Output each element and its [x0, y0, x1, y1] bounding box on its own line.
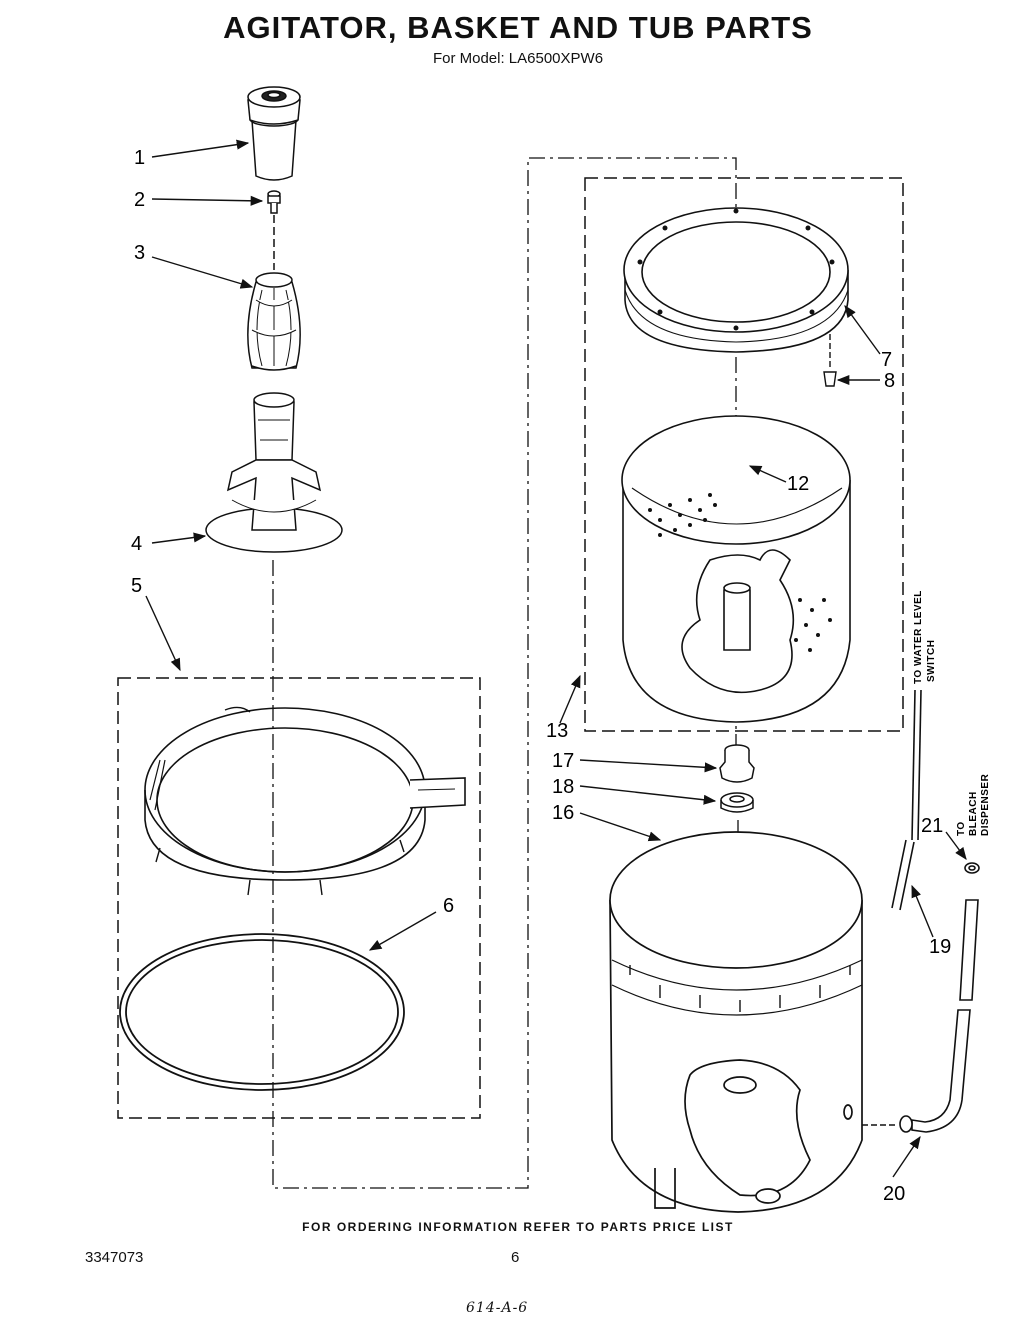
callout-20: 20 [883, 1183, 905, 1205]
handwritten-reference: 614-A-6 [466, 1300, 529, 1316]
water-level-label-line2: SWITCH [926, 640, 937, 682]
callout-8: 8 [884, 370, 895, 392]
agitator-bolt-part [267, 190, 281, 270]
callout-1: 1 [134, 147, 145, 169]
document-number: 3347073 [85, 1249, 144, 1266]
bleach-label-line3: DISPENSER [980, 773, 991, 836]
bleach-label-line1: TO [956, 821, 967, 836]
model-subtitle: For Model: LA6500XPW6 [432, 50, 604, 67]
callout-7: 7 [881, 349, 892, 371]
callout-21: 21 [921, 815, 943, 837]
hub-seal-part [720, 792, 754, 813]
bleach-label-line2: BLEACH [968, 791, 979, 836]
agitator-cap-part [247, 86, 301, 181]
balance-ring-screw-part [823, 334, 837, 387]
callout-19: 19 [929, 936, 951, 958]
callout-18: 18 [552, 776, 574, 798]
bleach-dispenser-label: TO BLEACH DISPENSER [956, 773, 991, 836]
agitator-base-part [205, 392, 343, 553]
callout-16: 16 [552, 802, 574, 824]
group-13-box [584, 177, 904, 732]
page-title: AGITATOR, BASKET AND TUB PARTS [223, 10, 813, 45]
agitator-barrel-part [247, 272, 301, 371]
tub-gasket-part [119, 933, 405, 1091]
callout-numbers: 1 2 3 4 5 6 7 8 12 13 17 18 16 21 19 20 [131, 147, 951, 1205]
water-level-label: TO WATER LEVEL SWITCH [913, 590, 937, 684]
callout-4: 4 [131, 533, 142, 555]
outer-tub-part [609, 831, 863, 1213]
leader-lines [145, 139, 967, 1178]
callout-17: 17 [552, 750, 574, 772]
callout-3: 3 [134, 242, 145, 264]
wash-basket-part [621, 415, 851, 723]
callout-13: 13 [546, 720, 568, 742]
group-5-box [117, 677, 481, 1119]
bleach-hose-part [862, 862, 980, 1133]
water-level-hose-part [891, 689, 922, 911]
callout-12: 12 [787, 473, 809, 495]
tub-ring-part [144, 706, 466, 896]
ordering-note: FOR ORDERING INFORMATION REFER TO PARTS … [302, 1220, 734, 1234]
callout-6: 6 [443, 895, 454, 917]
page-number: 6 [511, 1249, 520, 1266]
callout-5: 5 [131, 575, 142, 597]
hub-part [719, 744, 755, 783]
callout-2: 2 [134, 189, 145, 211]
balance-ring-part [623, 207, 849, 353]
water-level-label-line1: TO WATER LEVEL [913, 590, 924, 684]
